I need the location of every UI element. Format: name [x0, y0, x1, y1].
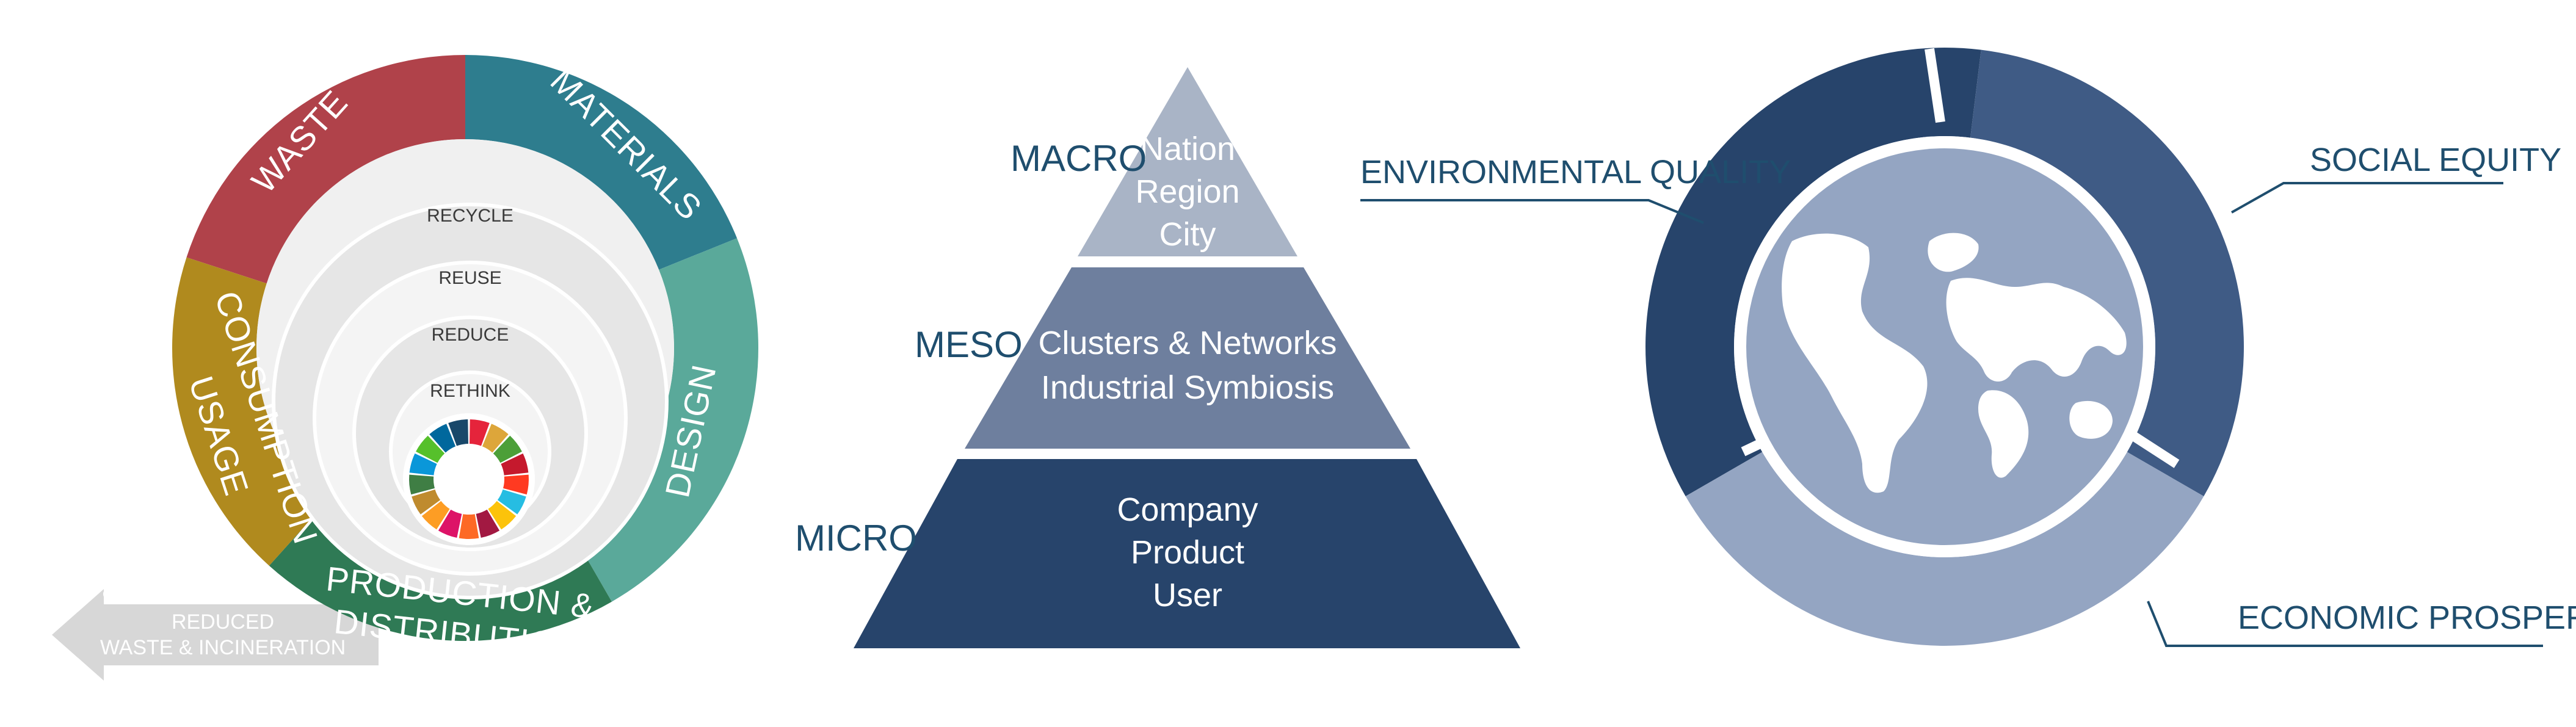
sdg-wheel-slice [501, 453, 529, 476]
inner-label-recycle: RECYCLE [427, 206, 513, 226]
circular-economy-diagram: RECYCLE REUSE REDUCE RETHINK WASTE MATER… [52, 55, 758, 681]
sdg-wheel-slice [412, 489, 441, 515]
ring-segment-materials [465, 55, 738, 270]
sdg-wheel-slice [497, 489, 526, 515]
ring-segment-consumption [172, 257, 326, 566]
sdg-wheel-slice [438, 509, 462, 538]
continent-australia [2069, 400, 2113, 439]
sdg-wheel-slice [503, 474, 529, 495]
inner-label-rethink: RETHINK [430, 381, 510, 401]
continent-africa [1978, 390, 2029, 478]
pyramid-level-meso [965, 267, 1410, 449]
dimension-label-social: SOCIAL EQUITY [2310, 142, 2561, 178]
donut-segment-social [1970, 49, 2244, 496]
sdg-wheel-slice [476, 509, 500, 538]
pyramid-level-macro [1078, 67, 1297, 256]
sdg-wheel [409, 419, 529, 539]
sdg-wheel-slice [459, 514, 479, 539]
arrow-label-line1: REDUCED [172, 610, 274, 634]
pyramid-macro-line3: City [1159, 216, 1216, 253]
inner-label-reuse: REUSE [438, 268, 501, 288]
donut-separator [1925, 48, 1945, 123]
continent-americas [1782, 233, 1928, 493]
continent-eurasia [1946, 278, 2127, 382]
sdg-wheel-slice [416, 435, 445, 463]
pyramid-side-label-meso: MESO [915, 324, 1023, 365]
sustainability-diagram: ENVIRONMENTAL QUALITY SOCIAL EQUITY ECON… [1360, 48, 2576, 647]
pyramid-micro-line1: Company [1117, 491, 1258, 528]
sdg-wheel-slice [482, 424, 509, 453]
credit-text: CREDIT: CIRCULARREGIONS.ORG [103, 588, 293, 601]
sdg-wheel-slice [448, 419, 468, 446]
sdg-wheel-slice [421, 501, 450, 530]
dimension-label-economic: ECONOMIC PROSPERITY [2238, 599, 2576, 636]
pyramid-micro-line3: User [1153, 577, 1222, 613]
sdg-wheel-slice [470, 419, 490, 446]
pyramid-meso-line1: Clusters & Networks [1038, 325, 1337, 361]
callout-line-social [2231, 182, 2503, 214]
sdg-wheel-slice [493, 435, 522, 463]
callout-line-environmental [1360, 199, 1704, 224]
callout-line-economic [2147, 601, 2543, 647]
inner-label-reduce: REDUCE [432, 325, 509, 345]
dimension-label-environmental: ENVIRONMENTAL QUALITY [1360, 154, 1791, 190]
scale-pyramid: Nation Region City Clusters & Networks I… [795, 67, 1520, 648]
sdg-wheel-slice [429, 424, 456, 453]
pyramid-macro-line1: Nation [1140, 131, 1235, 167]
pyramid-macro-line2: Region [1135, 173, 1239, 210]
donut-segment-environmental [1645, 48, 1981, 496]
pyramid-level-micro [854, 459, 1520, 648]
reduced-waste-arrow [52, 589, 379, 681]
sdg-wheel-slice [488, 501, 517, 530]
pyramid-side-label-micro: MICRO [795, 518, 917, 559]
donut-segments [1645, 48, 2244, 646]
arrow-label-line2: WASTE & INCINERATION [100, 636, 346, 659]
continents [1782, 233, 2127, 493]
pyramid-micro-line2: Product [1131, 534, 1244, 571]
ring-segment-waste [186, 55, 465, 284]
continent-greenland [1928, 233, 1979, 272]
sdg-wheel-slice [409, 453, 437, 476]
donut-segment-economic [1685, 452, 2204, 646]
sdg-wheel-slice [409, 474, 435, 495]
pyramid-side-label-macro: MACRO [1010, 138, 1147, 179]
pyramid-meso-line2: Industrial Symbiosis [1041, 369, 1334, 406]
